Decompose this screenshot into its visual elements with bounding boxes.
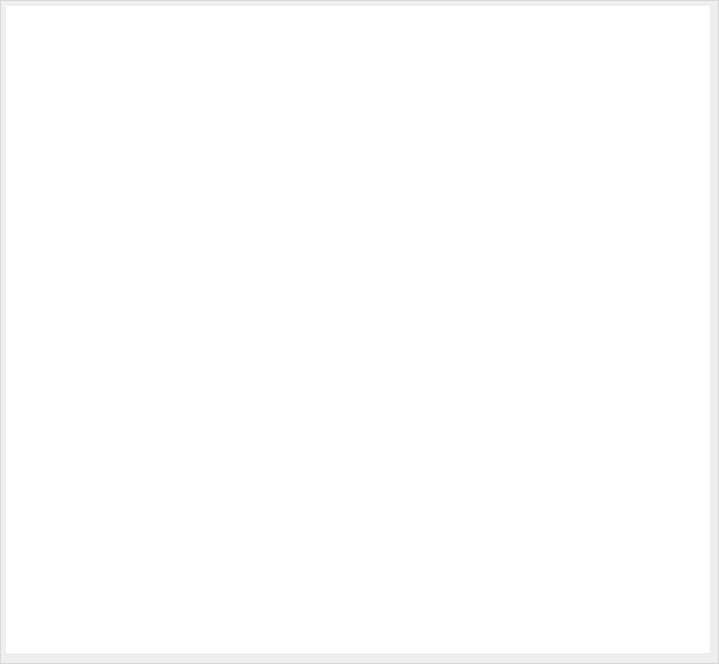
alignment-guide-vertical: [541, 10, 542, 646]
connector-vertical-trunk[interactable]: [515, 41, 516, 623]
node-team-member-middle-label: Team Member: [648, 328, 693, 336]
connector-team-leader-to-member-bottom[interactable]: [515, 622, 633, 623]
connector-manager-to-team-leader[interactable]: [90, 331, 324, 332]
node-team-member-bottom-label: Team Member: [648, 619, 693, 626]
node-manager-label: Manager: [38, 328, 66, 336]
node-team-leader[interactable]: Team Leader: [324, 303, 400, 361]
node-team-member-top-label: Team Member: [648, 37, 693, 44]
node-manager[interactable]: Manager: [14, 303, 90, 361]
connector-team-leader-to-member-middle[interactable]: [400, 331, 633, 332]
node-team-leader-label: Team Leader: [341, 328, 383, 336]
node-team-member-top[interactable]: Team Member: [633, 12, 708, 69]
connector-team-leader-to-member-top[interactable]: [515, 41, 633, 42]
node-team-member-bottom[interactable]: Team Member: [633, 595, 708, 650]
alignment-guide-horizontal: [14, 281, 707, 282]
node-team-member-middle[interactable]: Team Member: [633, 303, 708, 361]
